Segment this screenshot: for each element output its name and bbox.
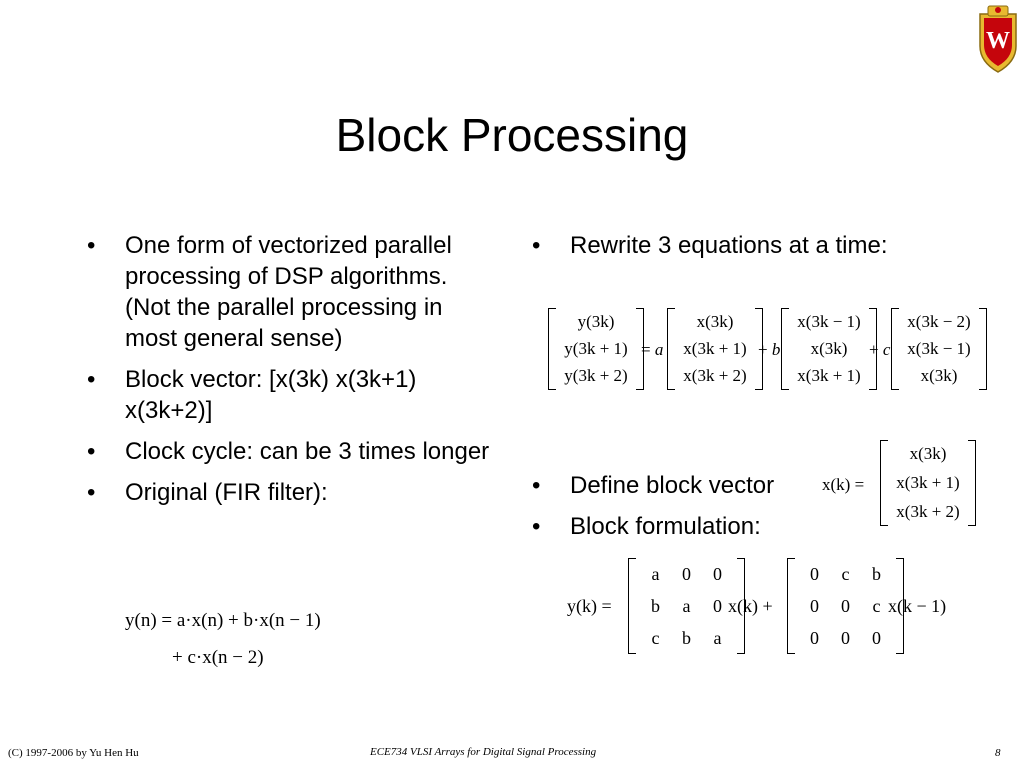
matrix-b-cell: b [872,563,881,584]
x-vector-2-matrix: x(3k − 2) x(3k − 1) x(3k) [891,308,987,390]
coef-b: b [771,340,781,359]
bullet-text: Original (FIR filter): [125,479,328,506]
block-form-rhs: x(k − 1) [888,596,947,616]
footer-page-number: 8 [995,747,1001,759]
left-bullet-list: • One form of vectorized parallel process… [87,230,492,518]
x-vector-0-matrix: x(3k) x(3k + 1) x(3k + 2) [667,308,763,390]
matrix-a-cell: a [651,563,660,584]
logo-letter: W [986,28,1010,54]
coef-c: c [882,340,891,359]
fir-equation-line-2: + c·x(n − 2) [172,647,264,668]
bullet-dot: • [532,472,541,499]
matrix-a-cell: b [682,627,691,648]
bullet-dot: • [87,438,96,465]
bullet-item: • Define block vector [532,470,832,501]
matrix-b-cell: 0 [841,627,850,648]
x-entry: x(3k + 1) [683,338,747,358]
matrix-a-cell: 0 [713,595,722,616]
y-vector-matrix: y(3k) y(3k + 1) y(3k + 2) [548,308,644,390]
bullet-item: • Clock cycle: can be 3 times longer [87,436,492,467]
x-entry: x(3k + 1) [797,366,861,386]
matrix-b-cell: 0 [841,595,850,616]
bullet-text: One form of vectorized parallel processi… [125,232,452,352]
x-entry: x(3k − 2) [907,311,971,331]
matrix-b-cell: 0 [810,627,819,648]
block-form-mid: x(k) + [728,596,773,616]
matrix-a-cell: 0 [713,563,722,584]
bullet-text: Block vector: [x(3k) x(3k+1) x(3k+2)] [125,366,417,424]
x-entry: x(3k) [920,366,958,386]
bullet-dot: • [532,232,541,259]
block-vector-entry: x(3k) [909,444,947,464]
x-entry: x(3k) [810,338,848,358]
matrix-b-cell: c [841,563,850,584]
x-entry: x(3k − 1) [907,338,971,358]
right-bullet-list: • Rewrite 3 equations at a time: [532,230,892,271]
y-entry: y(3k) [577,311,615,331]
bullet-dot: • [532,513,541,540]
matrix-a-cell: b [651,595,660,616]
x-entry: x(3k) [696,311,734,331]
right-bullet-list-2: • Define block vector • Block formulation: [532,470,832,552]
bullet-dot: • [87,232,96,259]
university-crest-logo: W [974,2,1022,76]
bullet-dot: • [87,366,96,393]
matrix-a-cell: a [713,627,722,648]
coef-a: a [654,340,664,359]
bullet-text: Block formulation: [570,513,761,540]
bullet-text: Clock cycle: can be 3 times longer [125,438,490,465]
matrix-b-cell: 0 [872,627,881,648]
block-vector-lhs: x(k) = [822,475,865,494]
bullet-item: • Original (FIR filter): [87,477,492,508]
block-vector-matrix: x(3k) x(3k + 1) x(3k + 2) [880,440,976,526]
bullet-text: Define block vector [570,472,775,499]
y-entry: y(3k + 1) [564,338,628,358]
matrix-a: a 0 0 b a 0 c b a [628,558,745,654]
matrix-b: 0 c b 0 0 c 0 0 0 [787,558,904,654]
footer-course: ECE734 VLSI Arrays for Digital Signal Pr… [370,746,597,758]
bullet-item: • Block vector: [x(3k) x(3k+1) x(3k+2)] [87,364,492,426]
bullet-item: • Block formulation: [532,511,832,542]
block-vector-entry: x(3k + 2) [896,501,960,521]
block-form-lhs: y(k) = [567,596,612,616]
matrix-a-cell: a [682,595,691,616]
bullet-item: • One form of vectorized parallel process… [87,230,492,354]
block-vector-entry: x(3k + 1) [896,472,960,492]
matrix-b-cell: 0 [810,563,819,584]
equals-a: = a [641,340,664,359]
plus-c: + c [869,340,891,359]
matrix-a-cell: c [651,627,660,648]
bullet-item: • Rewrite 3 equations at a time: [532,230,892,261]
bullet-text: Rewrite 3 equations at a time: [570,232,888,259]
plus-b: + b [758,340,781,359]
fir-equation-line-1: y(n) = a·x(n) + b·x(n − 1) [125,610,321,631]
x-entry: x(3k + 2) [683,366,747,386]
bullet-dot: • [87,479,96,506]
x-entry: x(3k − 1) [797,311,861,331]
matrix-b-cell: c [872,595,881,616]
matrix-a-cell: 0 [682,563,691,584]
x-vector-1-matrix: x(3k − 1) x(3k) x(3k + 1) [781,308,877,390]
slide-title: Block Processing [335,109,689,161]
footer-copyright: (C) 1997-2006 by Yu Hen Hu [8,747,139,759]
matrix-b-cell: 0 [810,595,819,616]
y-entry: y(3k + 2) [564,366,628,386]
